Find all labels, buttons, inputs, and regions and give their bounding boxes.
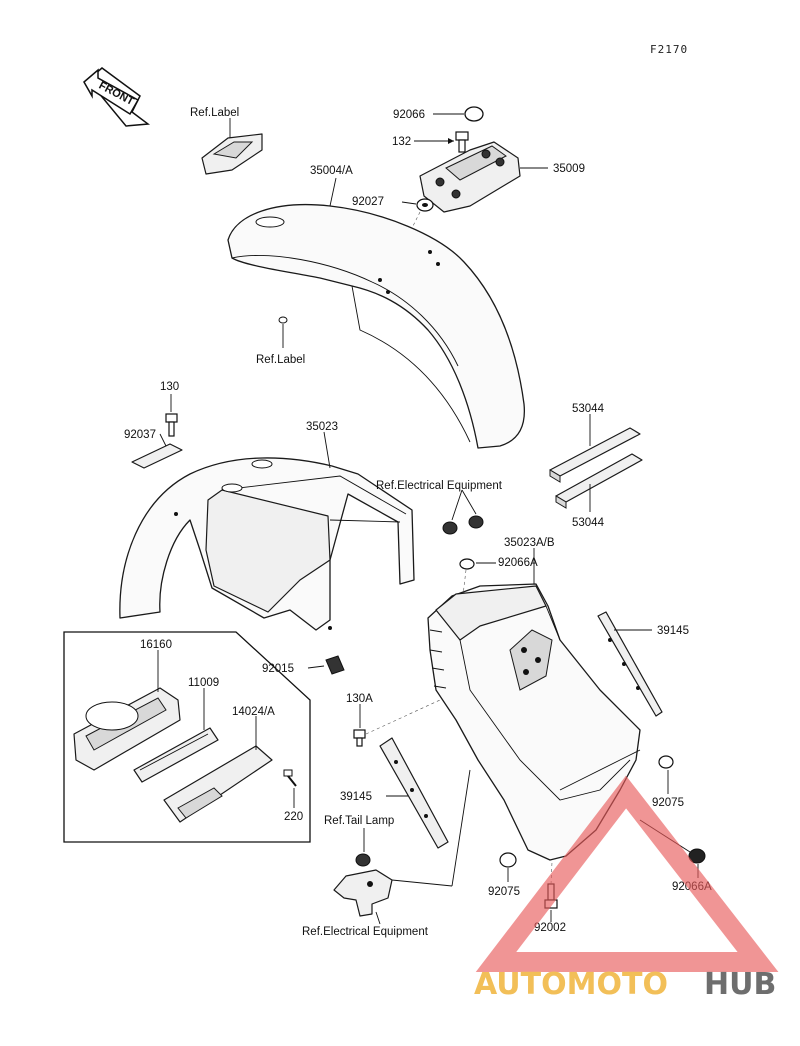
cap-92075-bottom [499,852,517,882]
ref-elec-bottom: Ref.Electrical Equipment [302,926,429,938]
watermark-logo: AUTOMOTO HUB [474,775,779,1002]
label-92015: 92015 [262,663,294,675]
label-35009: 35009 [553,163,585,175]
rail-39145-right [597,611,663,717]
bracket-35009 [419,141,548,213]
label-53044-top: 53044 [572,403,605,415]
label-220: 220 [284,811,303,823]
diagram-code: F2170 [650,43,688,56]
label-39145-left: 39145 [340,791,372,803]
panel-14024a [163,716,273,823]
front-fender-35004 [227,177,526,449]
bolt-130 [165,394,178,437]
ref-elec-top: Ref.Electrical Equipment [376,480,503,492]
grommet-ref-tail-lamp [355,828,371,867]
label-132: 132 [392,136,411,148]
watermark-text-part2: HUB [704,967,776,1002]
label-130a: 130A [346,693,373,705]
label-11009: 11009 [188,677,219,689]
ref-label-top: Ref.Label [190,107,239,119]
label-92037: 92037 [124,429,156,441]
label-92066a-top: 92066A [498,557,538,569]
lens-16160 [73,650,181,771]
label-35023ab: 35023A/B [504,537,555,549]
label-35023: 35023 [306,421,338,433]
watermark-text-part1: AUTOMOTO [474,967,668,1002]
label-53044-bottom: 53044 [572,517,605,529]
bolt-132 [414,131,469,153]
ref-label-mid: Ref.Label [256,354,305,366]
ref-label-sticker [278,316,288,348]
plate-92037 [131,433,183,469]
cap-92066 [433,106,484,122]
label-92075-right: 92075 [652,797,684,809]
label-14024a: 14024/A [232,706,275,718]
rear-fender-35023 [119,431,415,631]
ref-tail-lamp: Ref.Tail Lamp [324,815,394,827]
label-92075-bottom: 92075 [488,886,520,898]
ref-label-badge [201,118,263,175]
grommet-92015 [307,655,345,675]
screw-220 [283,769,297,808]
bolt-130a [353,699,441,747]
strip-53044-bottom [555,453,643,512]
cap-92075-right [658,755,674,794]
label-92066: 92066 [393,109,425,121]
bracket-ref-electrical [333,769,471,925]
strip-53044-top [549,414,641,483]
label-16160: 16160 [140,639,172,651]
front-arrow-icon: FRONT [83,67,151,127]
label-92027: 92027 [352,196,384,208]
washer-92027 [385,198,434,281]
grommets-ref-electrical [442,489,484,535]
label-39145-right: 39145 [657,625,689,637]
label-92002: 92002 [534,922,566,934]
rear-fender-35023ab [427,548,641,861]
rail-39145-left [379,737,449,849]
label-35004a: 35004/A [310,165,353,177]
label-130: 130 [160,381,179,393]
tail-lamp-inset [63,631,311,843]
gasket-11009 [133,688,219,783]
